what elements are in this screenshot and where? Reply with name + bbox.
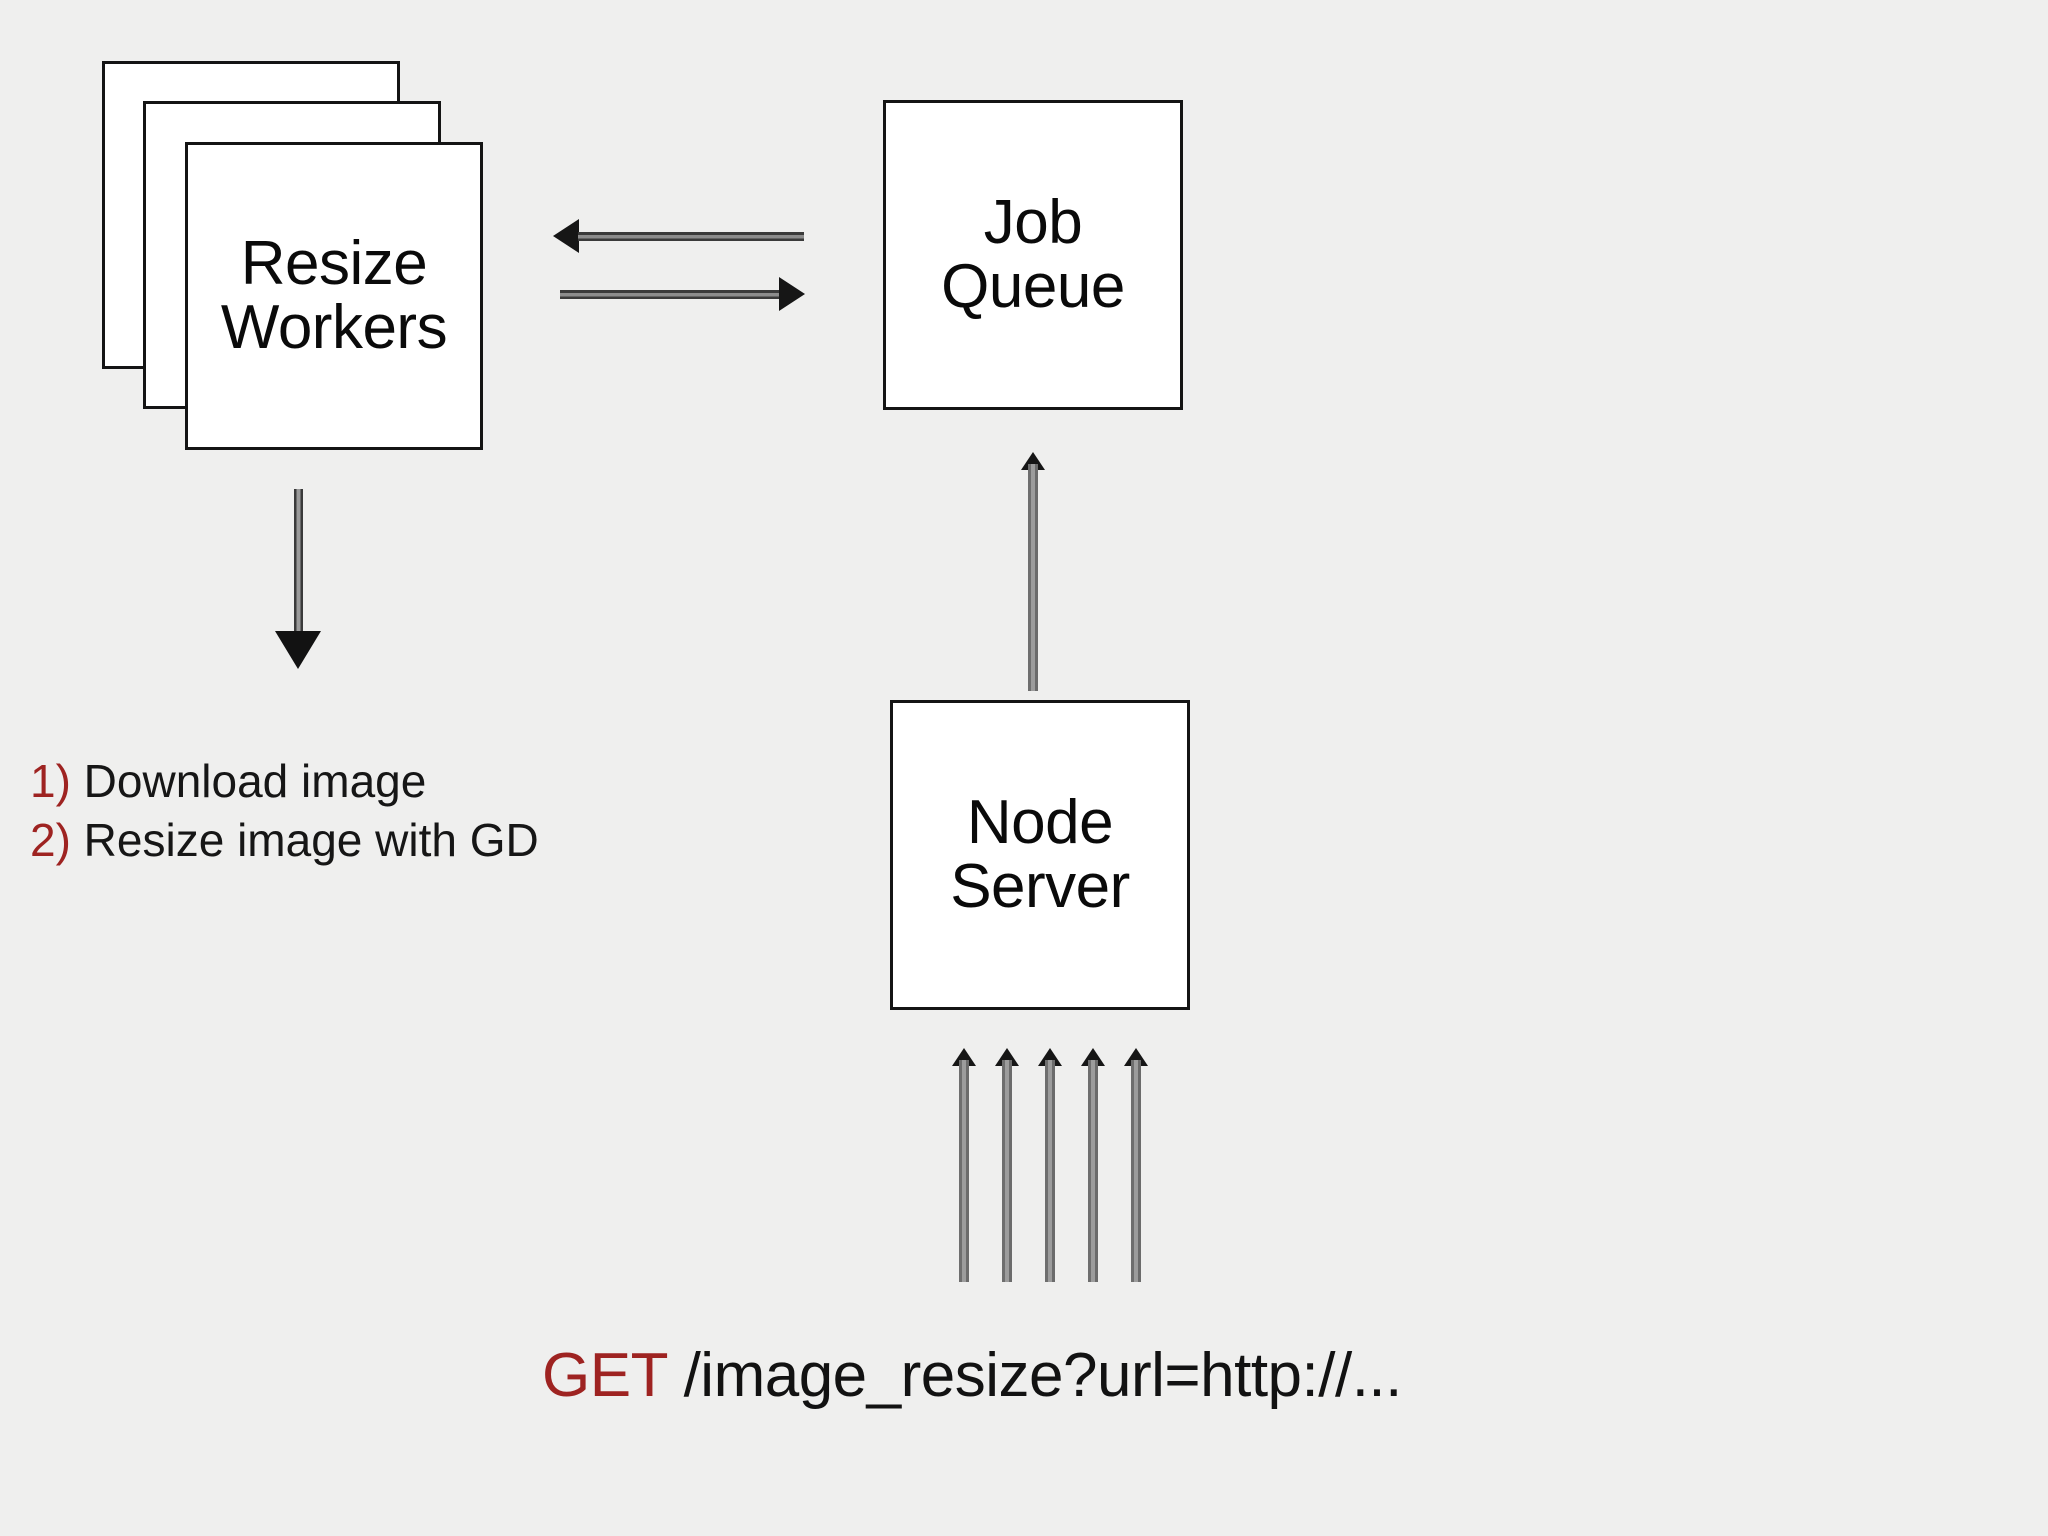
arrowhead-down-icon xyxy=(275,631,321,669)
request-path: /image_resize?url=http://... xyxy=(666,1341,1403,1410)
step-2-text: Resize image with GD xyxy=(70,813,539,866)
arrowhead-left-icon xyxy=(553,219,579,253)
edge-server-to-queue-line xyxy=(1028,464,1038,691)
step-item-2: 2) Resize image with GD xyxy=(30,811,539,870)
edge-workers-to-queue-line xyxy=(560,290,780,299)
job-queue-label: Job Queue xyxy=(941,187,1125,321)
arrowhead-up-icon xyxy=(1124,1048,1148,1066)
step-item-1: 1) Download image xyxy=(30,752,539,811)
incoming-request-arrow-line xyxy=(1088,1060,1098,1282)
arrowhead-up-icon xyxy=(1021,452,1045,470)
resize-workers-box[interactable]: Resize Workers xyxy=(185,142,483,450)
arrowhead-up-icon xyxy=(1038,1048,1062,1066)
steps-list: 1) Download image 2) Resize image with G… xyxy=(30,752,539,870)
incoming-request-arrow-line xyxy=(1002,1060,1012,1282)
arrowhead-up-icon xyxy=(1081,1048,1105,1066)
edge-workers-to-steps-line xyxy=(294,489,303,634)
request-method: GET xyxy=(542,1341,667,1410)
incoming-request-arrow-line xyxy=(959,1060,969,1282)
arrowhead-right-icon xyxy=(779,277,805,311)
resize-workers-label: Resize Workers xyxy=(220,228,448,362)
step-1-text: Download image xyxy=(70,755,427,807)
arrowhead-up-icon xyxy=(952,1048,976,1066)
arrowhead-up-icon xyxy=(995,1048,1019,1066)
request-line: GET /image_resize?url=http://... xyxy=(542,1340,1402,1411)
step-2-number: 2) xyxy=(30,813,71,866)
incoming-request-arrow-line xyxy=(1045,1060,1055,1282)
job-queue-box[interactable]: Job Queue xyxy=(883,100,1183,410)
edge-queue-to-workers-line xyxy=(578,232,804,241)
node-server-box[interactable]: Node Server xyxy=(890,700,1190,1010)
incoming-request-arrow-line xyxy=(1131,1060,1141,1282)
step-1-number: 1) xyxy=(30,755,71,807)
node-server-label: Node Server xyxy=(950,787,1130,921)
